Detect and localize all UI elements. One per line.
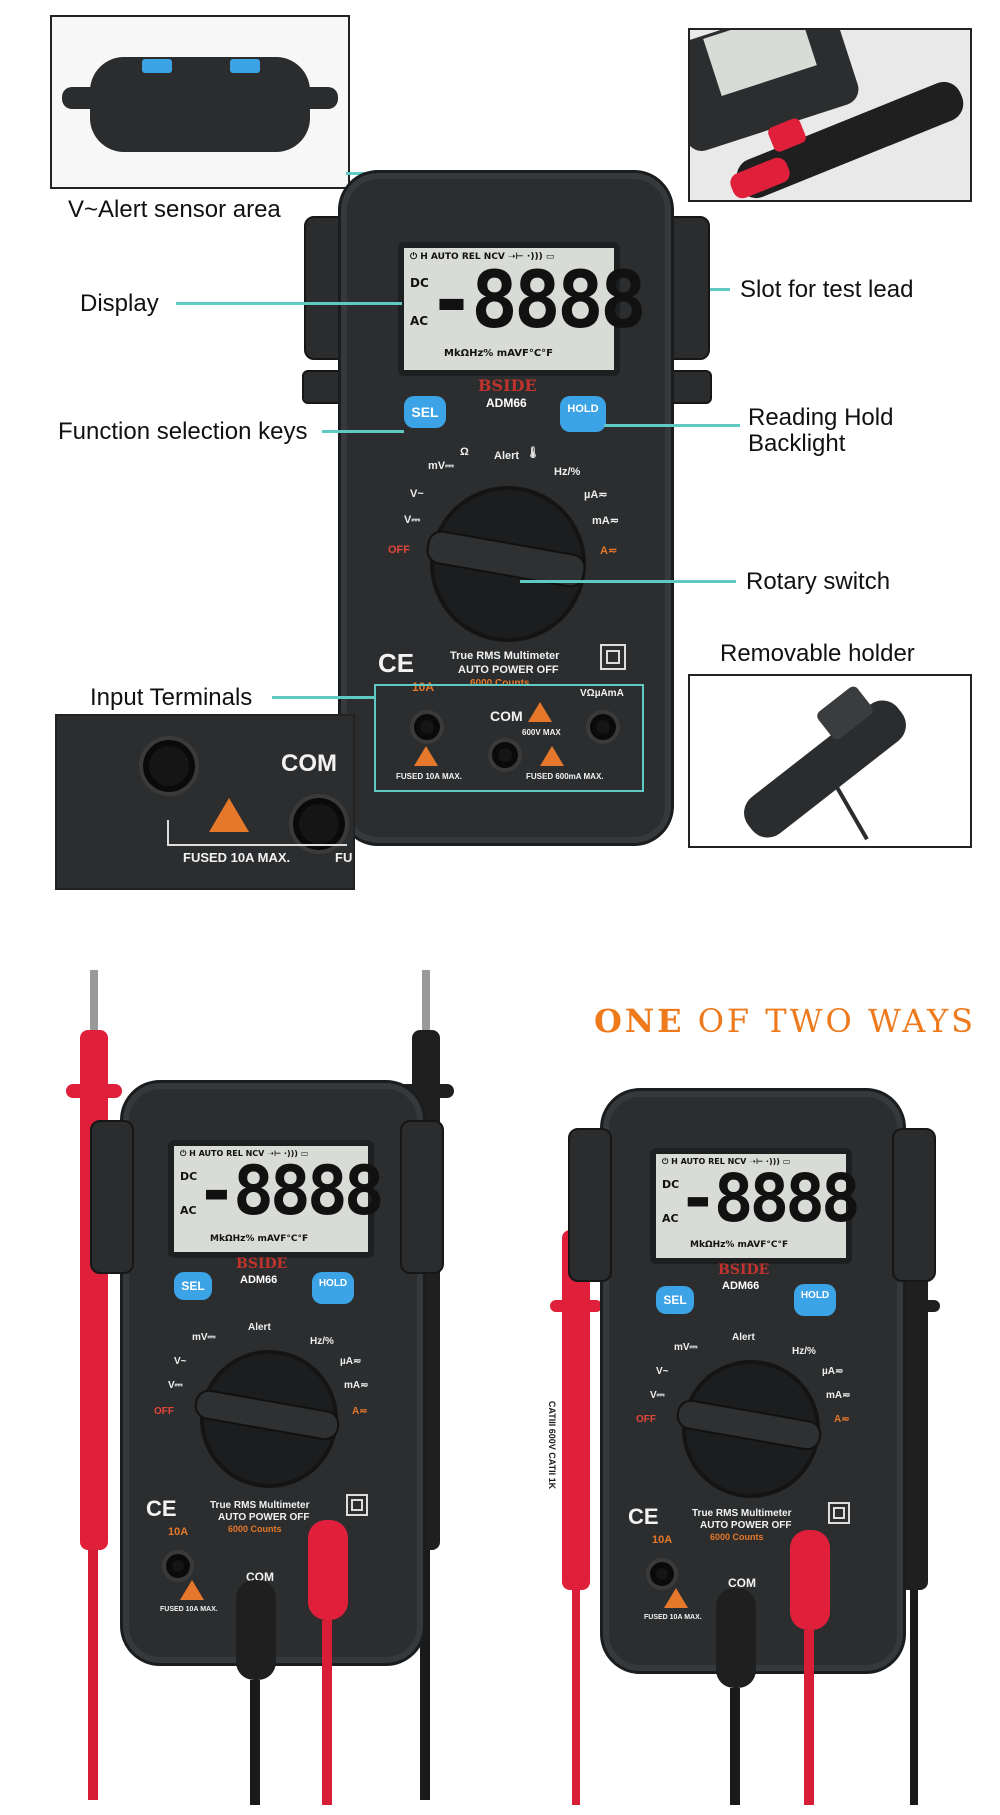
device-title-1: True RMS Multimeter: [450, 650, 560, 662]
sel-button-v1[interactable]: SEL: [174, 1272, 212, 1300]
device-top-view: [62, 37, 338, 167]
probe-red-left: [80, 1030, 108, 1550]
main-multimeter: ⏻ H AUTO REL NCV ➝⊢ ·))) ▭ DC AC -8888 M…: [300, 170, 712, 850]
max-voltage: 600V MAX: [522, 728, 561, 737]
callout-line-slot: [690, 288, 730, 291]
sensor-window-left: [142, 59, 172, 73]
terminal-com-label: COM: [490, 708, 523, 724]
inset-jack-left: [139, 736, 199, 796]
inset-terminals: COM FUSED 10A MAX. FU: [55, 714, 355, 890]
dial-label-alert: Alert: [494, 450, 520, 462]
inset-fused-label: FUSED 10A MAX.: [183, 850, 291, 865]
callout-function-keys: Function selection keys: [58, 418, 308, 445]
plug-black-v2: [716, 1588, 756, 1688]
hold-button[interactable]: HOLD: [560, 396, 606, 432]
plug-black: [236, 1580, 276, 1680]
probe-red-text: CATIII 600V CATII 1K: [547, 1400, 558, 1490]
callout-holder: Removable holder: [720, 640, 915, 667]
brand-logo: BSIDE: [478, 376, 537, 395]
headline: ONE OF TWO WAYS: [594, 1002, 977, 1040]
warning-icon-600ma: [540, 746, 564, 766]
device-title-2: AUTO POWER OFF: [458, 664, 559, 676]
lcd-ac: AC: [410, 314, 429, 328]
callout-line-hold: [604, 424, 740, 427]
lcd-digits: -8888: [428, 256, 647, 346]
callout-alert-sensor: V~Alert sensor area: [68, 196, 281, 223]
terminal-10a-label: 10A: [412, 680, 435, 694]
lcd-display: ⏻ H AUTO REL NCV ➝⊢ ·))) ▭ DC AC -8888 M…: [398, 242, 647, 376]
sel-button-v2[interactable]: SEL: [656, 1286, 694, 1314]
inset-lead-slot: [688, 28, 972, 202]
inset-fu-label: FU: [335, 850, 353, 865]
dial-label-vac: V~: [410, 488, 424, 500]
dial-label-hz: Hz/%: [554, 466, 581, 478]
jack-vohm[interactable]: [586, 710, 620, 744]
terminal-right-label: VΩµAmA: [580, 688, 624, 699]
callout-line-display: [176, 302, 402, 305]
ce-mark: CE: [378, 648, 415, 678]
warning-icon-10a: [414, 746, 438, 766]
lcd-dc: DC: [410, 276, 429, 290]
device-counts: 6000 Counts: [470, 678, 530, 689]
inset-com-label: COM: [281, 750, 337, 777]
fused-10a: FUSED 10A MAX.: [396, 772, 462, 781]
plug-red-v2: [790, 1530, 830, 1630]
callout-line-rotary: [520, 580, 736, 583]
multimeter-variant-1: ⏻ H AUTO REL NCV ➝⊢ ·))) ▭ DC AC -8888 M…: [50, 960, 470, 1805]
dial-label-temp: 🌡: [526, 447, 540, 459]
lcd-display-v1: ⏻ H AUTO REL NCV ➝⊢ ·))) ▭ DC AC -8888 M…: [168, 1140, 385, 1258]
dial-label-ma: mA≂: [592, 515, 619, 527]
warning-icon: [528, 702, 552, 722]
hold-button-v1[interactable]: HOLD: [312, 1272, 354, 1304]
terminal-highlight-box: [374, 684, 644, 792]
multimeter-variant-2: CATIII 600V CATII 1K ⏻ H AUTO REL NCV ➝⊢…: [540, 1060, 960, 1805]
lcd-display-v2: ⏻ H AUTO REL NCV ➝⊢ ·))) ▭ DC AC -8888 M…: [650, 1148, 861, 1264]
dial-label-a: A≂: [600, 545, 618, 557]
dial-label-ua: µA≂: [584, 489, 608, 501]
callout-line-terminals: [272, 696, 374, 699]
callout-line-function: [322, 430, 404, 433]
hold-button-v2[interactable]: HOLD: [794, 1284, 836, 1316]
dial-label-mv: mV⎓: [428, 460, 454, 472]
callout-backlight: Backlight: [748, 430, 846, 457]
callout-display: Display: [80, 290, 159, 317]
lcd-status-row: ⏻ H AUTO REL NCV ➝⊢ ·))) ▭: [410, 252, 555, 262]
plug-red: [308, 1520, 348, 1620]
dial-label-ohm: Ω: [460, 446, 469, 458]
model-label: ADM66: [486, 396, 527, 410]
dial-label-vdc: V⎓: [404, 514, 421, 526]
fused-600ma: FUSED 600mA MAX.: [526, 772, 604, 781]
jack-10a[interactable]: [410, 710, 444, 744]
inset-removable-holder: [688, 674, 972, 848]
sensor-window-right: [230, 59, 260, 73]
lcd-units: MkΩHz% mAVF°C°F: [444, 348, 554, 359]
callout-hold: Reading Hold: [748, 404, 894, 431]
callout-terminals: Input Terminals: [90, 684, 253, 711]
probe-red-held: [562, 1230, 590, 1590]
inset-alert-sensor: [50, 15, 350, 189]
dial-label-off: OFF: [388, 544, 410, 556]
callout-rotary: Rotary switch: [746, 568, 891, 595]
inset-warning-icon: [209, 798, 249, 832]
callout-slot: Slot for test lead: [740, 276, 914, 303]
double-insulation-icon: [600, 644, 626, 670]
sel-button[interactable]: SEL: [404, 396, 446, 428]
jack-com[interactable]: [488, 738, 522, 772]
